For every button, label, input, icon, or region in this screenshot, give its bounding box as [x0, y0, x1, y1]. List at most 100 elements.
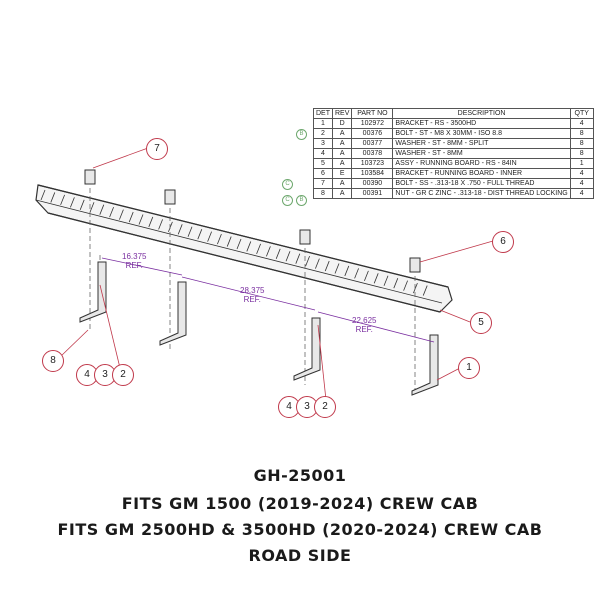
callout-8: 8: [42, 350, 64, 372]
bom-part: 00377: [351, 138, 394, 149]
bom-det: 1: [313, 118, 333, 129]
dimension-ref: REF.: [243, 295, 261, 304]
bom-qty: 4: [569, 178, 594, 189]
revision-mark: C: [282, 195, 293, 206]
bom-desc: BOLT - SS - .313-18 X .750 - FULL THREAD: [392, 178, 571, 189]
bom-part: 00376: [351, 128, 394, 139]
tread-groove: [138, 214, 144, 225]
tread-groove: [315, 258, 320, 269]
tread-groove: [79, 199, 85, 210]
tread-groove: [70, 197, 75, 208]
dimension-ref: REF.: [355, 325, 373, 334]
tread-groove: [354, 268, 359, 279]
bom-rev: A: [331, 128, 353, 139]
tread-groove: [295, 253, 301, 264]
bom-part: 103584: [351, 168, 394, 179]
dimension-value: 28.375: [240, 286, 265, 295]
tread-groove: [344, 265, 350, 277]
dimension-16-375: 16.375 REF.: [122, 252, 146, 270]
running-board: [35, 184, 453, 313]
running-board-treads: [40, 189, 428, 296]
bracket-top-4: [409, 257, 421, 273]
revision-mark: B: [296, 195, 307, 206]
bom-desc: BOLT - ST - M8 X 30MM - ISO 8.8: [392, 128, 571, 139]
tread-groove: [60, 194, 65, 206]
bom-qty: 8: [569, 128, 594, 139]
bom-header-description: DESCRIPTION: [392, 108, 571, 119]
tread-groove: [217, 233, 222, 245]
tread-groove: [373, 273, 379, 284]
caption-part-number: GH-25001: [253, 466, 347, 485]
tread-groove: [197, 229, 203, 240]
bom-rev: A: [331, 148, 353, 159]
tread-groove: [40, 189, 46, 201]
tread-groove: [246, 241, 252, 252]
tread-groove: [226, 236, 232, 247]
bom-qty: 1: [569, 158, 594, 169]
caption-fitment-1500: FITS GM 1500 (2019-2024) CREW CAB: [121, 494, 479, 513]
bom-part: 00378: [351, 148, 394, 159]
bom-qty: 4: [569, 118, 594, 129]
tread-groove: [275, 248, 281, 259]
bom-desc: WASHER - ST - 8MM: [392, 148, 571, 159]
bom-rev: D: [331, 118, 353, 129]
bom-desc: BRACKET - RUNNING BOARD - INNER: [392, 168, 571, 179]
dimension-value: 22.625: [352, 316, 377, 325]
callout-2: 2: [314, 396, 336, 418]
tread-groove: [324, 260, 330, 272]
dimension-value: 16.375: [122, 252, 147, 261]
caption-fitment-2500hd: FITS GM 2500HD & 3500HD (2020-2024) CREW…: [57, 520, 543, 539]
bom-part: 102972: [351, 118, 394, 129]
bom-rev: A: [331, 178, 353, 189]
bom-header-row: DET REV PART NO DESCRIPTION QTY: [313, 108, 594, 119]
tread-groove: [50, 192, 56, 203]
bom-det: 3: [313, 138, 333, 149]
callout-6: 6: [492, 231, 514, 253]
bom-det: 5: [313, 158, 333, 169]
revision-mark: B: [296, 129, 307, 140]
tread-groove: [128, 211, 134, 223]
tread-groove: [158, 219, 163, 230]
tread-groove: [305, 256, 310, 267]
tread-groove: [177, 224, 183, 235]
caption-side: ROAD SIDE: [248, 546, 352, 565]
bom-qty: 8: [569, 148, 594, 159]
leader-lines: [59, 147, 494, 401]
bom-det: 8: [313, 188, 333, 199]
dimension-lines: [101, 257, 435, 343]
tread-groove: [99, 204, 105, 215]
tread-groove: [383, 275, 389, 286]
dimension-22-625: 22.625 REF.: [352, 316, 376, 334]
bom-part: 00390: [351, 178, 394, 189]
callout-1: 1: [458, 357, 480, 379]
tread-groove: [236, 238, 242, 250]
bom-desc: WASHER - ST - 8MM - SPLIT: [392, 138, 571, 149]
bom-header-qty: QTY: [569, 108, 594, 119]
bom-det: 4: [313, 148, 333, 159]
lower-bracket-3: [293, 317, 321, 381]
tread-groove: [403, 280, 408, 291]
bom-qty: 4: [569, 188, 594, 199]
bracket-top-2: [164, 189, 176, 205]
bom-det: 7: [313, 178, 333, 189]
bracket-top-1: [84, 169, 96, 185]
lower-bracket-1: [79, 261, 107, 323]
tread-groove: [207, 231, 212, 242]
bom-desc: NUT - GR C ZINC - .313-18 - DIST THREAD …: [392, 188, 571, 199]
bom-desc: BRACKET - RS - 3500HD: [392, 118, 571, 129]
bracket-tops: [84, 169, 421, 273]
bracket-top-3: [299, 229, 311, 245]
tread-groove: [256, 243, 261, 255]
tread-groove: [422, 285, 428, 296]
tread-groove: [109, 207, 114, 218]
bom-desc: ASSY - RUNNING BOARD - RS - 84IN: [392, 158, 571, 169]
